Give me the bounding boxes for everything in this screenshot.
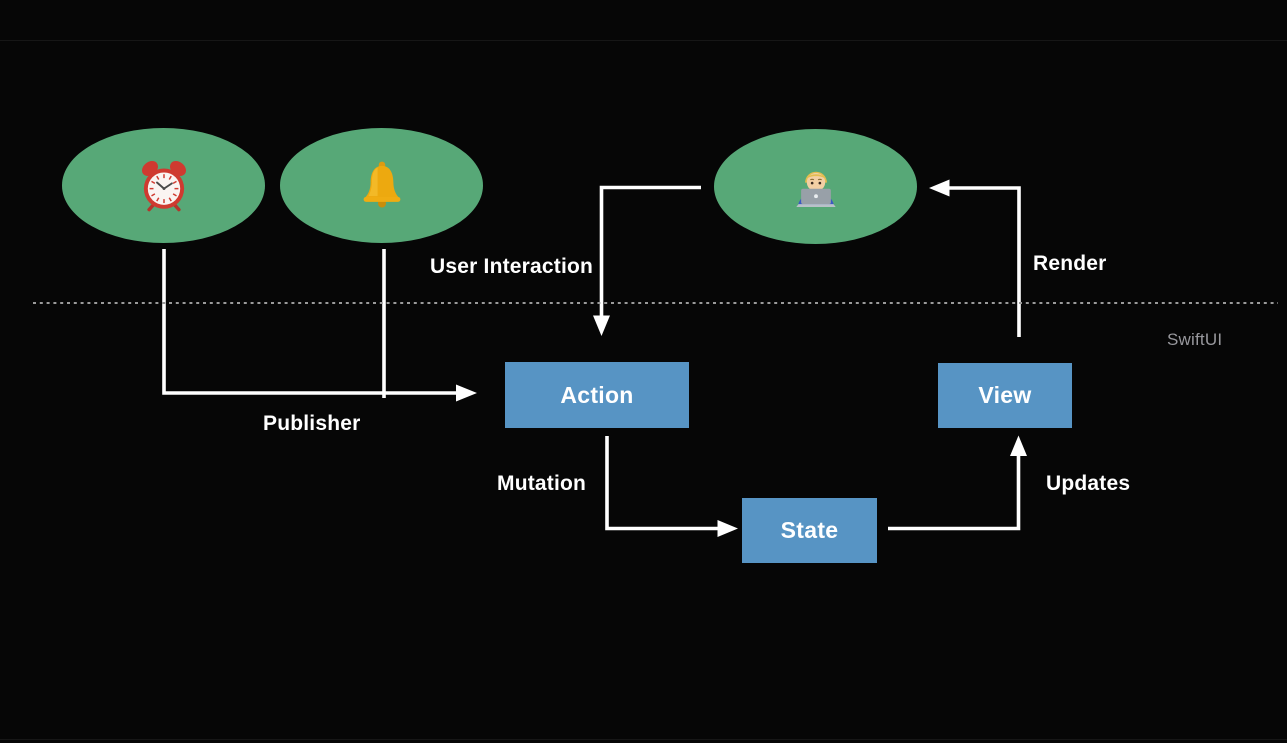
render-arrow [929, 179, 1021, 337]
action-node-label: Action [560, 381, 634, 408]
bell-icon [363, 161, 400, 208]
updates-label: Updates [1046, 472, 1131, 495]
technologist-icon [795, 171, 836, 207]
updates-arrow [888, 435, 1027, 531]
mutation-label: Mutation [497, 472, 587, 495]
notification-publisher-oval [280, 128, 483, 243]
timer-publisher-oval [62, 128, 265, 243]
bottom-letterbox-divider [0, 739, 1287, 740]
view-node-label: View [978, 382, 1032, 408]
state-node: State [742, 498, 877, 563]
publisher-arrow [162, 249, 477, 402]
user-interaction-arrow [593, 185, 701, 336]
swiftui-zone-label: SwiftUI [1167, 330, 1223, 349]
render-label: Render [1033, 252, 1107, 275]
mutation-arrow [605, 436, 738, 537]
publisher-label: Publisher [263, 412, 361, 435]
top-letterbox-divider [0, 40, 1287, 41]
user-interaction-label: User Interaction [430, 255, 594, 278]
user-oval [714, 129, 917, 244]
view-node: View [938, 363, 1072, 428]
action-node: Action [505, 362, 689, 428]
state-node-label: State [780, 517, 839, 543]
alarm-clock-icon [141, 160, 186, 211]
